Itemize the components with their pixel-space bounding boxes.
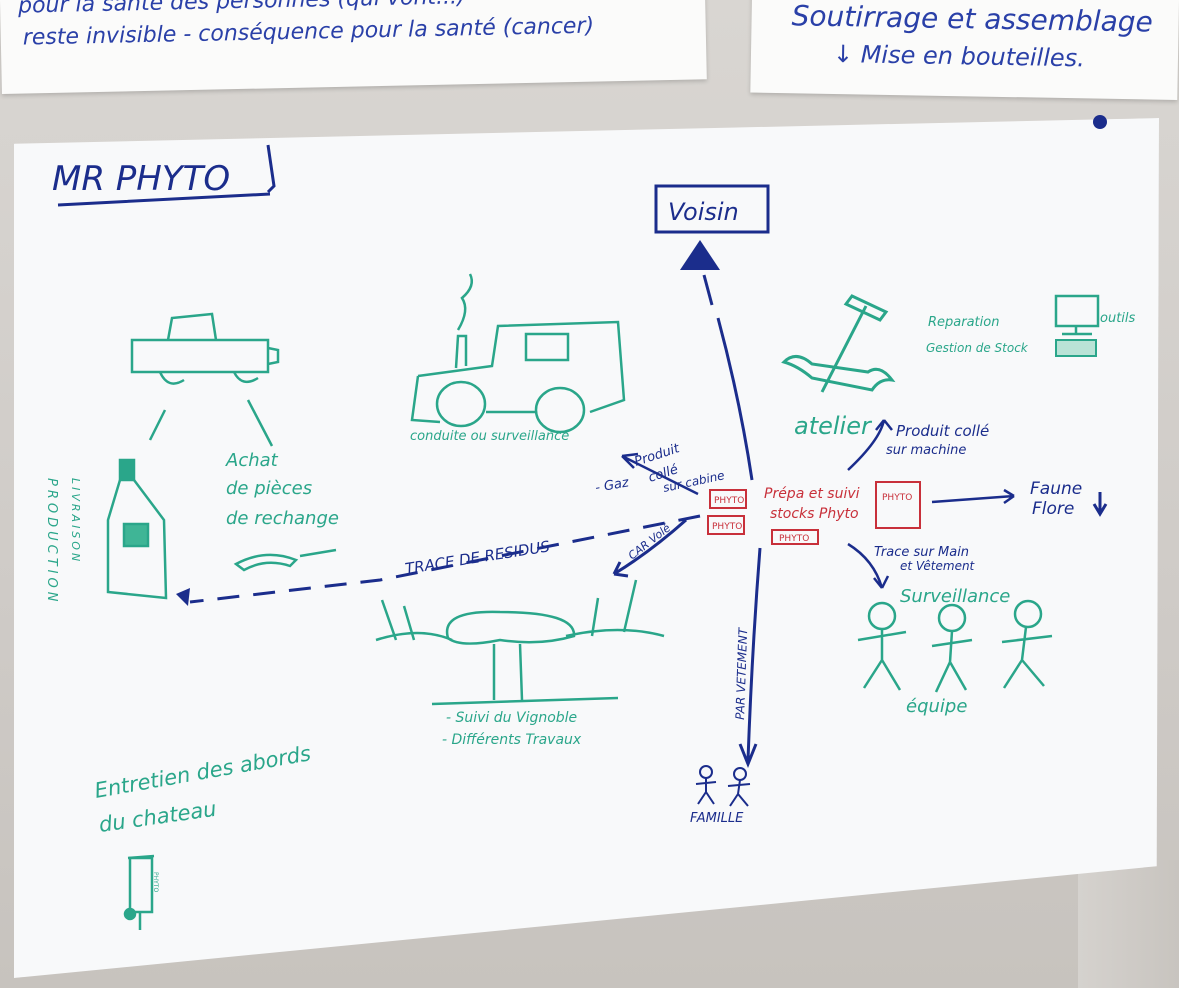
gestion-stock-label: Gestion de Stock — [926, 341, 1029, 355]
truck-drawing — [130, 312, 280, 385]
panneau-label: PHYTO — [152, 872, 159, 892]
atelier-label: atelier — [794, 412, 873, 440]
produit-colle-machine-line2: sur machine — [886, 443, 966, 458]
residus-arrowhead-icon — [176, 588, 190, 606]
trace-mains-arrow — [847, 542, 890, 589]
voisin-arrowhead-icon — [680, 240, 720, 270]
poster-sheet — [14, 118, 1159, 978]
produit-colle-machine-line1: Produit collé — [896, 422, 989, 440]
phyto-badge-2 — [707, 515, 745, 535]
faune-arrow — [931, 488, 1015, 505]
residus-dashed-line — [189, 514, 701, 604]
tractor-caption: conduite ou surveillance — [410, 429, 569, 444]
production-label: PRODUCTION — [44, 478, 59, 605]
phyto-badge-4 — [875, 481, 921, 529]
team-figures-icon — [857, 599, 1053, 693]
stock-box-icon — [1055, 339, 1097, 357]
entretien-line2: du chateau — [97, 797, 218, 837]
voisin-link — [716, 317, 754, 481]
center-label-line1: Prépa et suivi — [764, 486, 860, 502]
computer-icon — [1054, 294, 1100, 328]
center-label-line2: stocks Phyto — [770, 506, 859, 522]
livraison-label: LIVRAISON — [69, 478, 82, 564]
phyto-badges: PHYTO PHYTO PHYTO PHYTO — [707, 481, 921, 545]
phyto-badge-4-label: PHYTO — [882, 493, 912, 503]
title-underline — [57, 144, 276, 207]
poster-title: MR PHYTO — [52, 159, 230, 199]
famille-label: FAMILLE — [690, 811, 744, 826]
phyto-badge-3 — [771, 529, 819, 545]
trace-mains-line2: et Vêtement — [900, 559, 976, 573]
phyto-badge-1 — [709, 489, 747, 509]
faune-label: Faune — [1030, 479, 1082, 499]
voisin-arrow-stub — [702, 274, 714, 306]
reparation-label: Reparation — [928, 315, 999, 330]
family-figures-icon — [695, 765, 751, 807]
equipe-label: équipe — [906, 696, 967, 717]
tractor-drawing — [410, 273, 626, 434]
phyto-badge-2-label: PHYTO — [712, 522, 742, 532]
computer-stand — [1062, 326, 1092, 336]
achat-line1: Achat — [225, 450, 279, 471]
vigne-line2: - Différents Travaux — [442, 732, 582, 748]
vetement-arrow — [738, 547, 762, 769]
spare-part-icon — [233, 548, 337, 572]
bottle-drawing — [106, 458, 168, 600]
phyto-badge-1-label: PHYTO — [714, 496, 744, 506]
voisin-box — [654, 184, 770, 234]
trace-mains-line1: Trace sur Main — [874, 545, 969, 560]
vigne-line1: - Suivi du Vignoble — [446, 710, 577, 726]
gaz-label: - Gaz — [594, 475, 631, 496]
flore-label: Flore — [1032, 499, 1074, 519]
phyto-badge-3-label: PHYTO — [779, 534, 809, 544]
par-vetement-label: PAR VETEMENT — [733, 626, 750, 720]
cabine-arrow — [621, 452, 699, 496]
trace-residus-label: TRACE DE RESIDUS — [404, 537, 552, 578]
achat-line2: de pièces — [226, 478, 312, 499]
outils-label: outils — [1100, 311, 1136, 326]
surveillance-label: Surveillance — [900, 586, 1010, 607]
machine-arrow — [847, 419, 893, 471]
truck-lines — [148, 399, 274, 447]
sign-post-icon — [123, 854, 155, 930]
entretien-line1: Entretien des abords — [93, 741, 313, 803]
down-arrow-icon — [1092, 492, 1108, 517]
achat-line3: de rechange — [226, 508, 339, 529]
vine-drawing — [375, 579, 665, 706]
car-vole-arrow — [612, 518, 687, 578]
wall-shadow — [1078, 860, 1179, 988]
pushpin-icon — [1093, 115, 1107, 129]
tools-icon — [781, 294, 896, 393]
voisin-label: Voisin — [668, 198, 739, 226]
